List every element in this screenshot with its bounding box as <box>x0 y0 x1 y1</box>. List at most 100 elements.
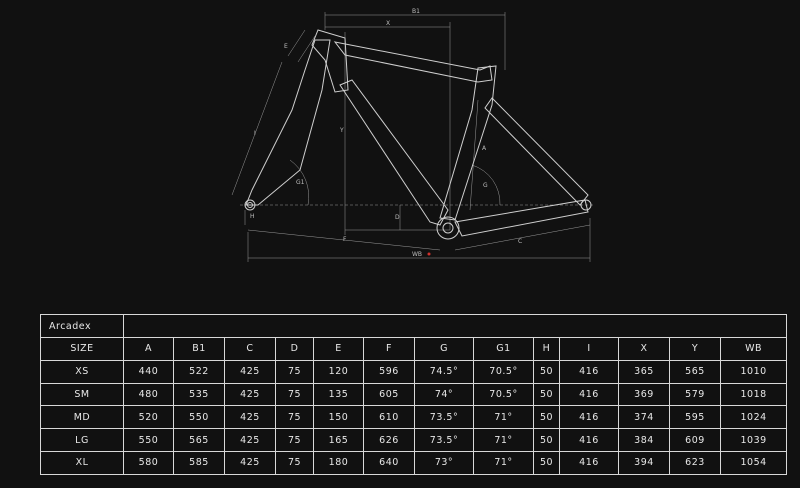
label-x: X <box>386 20 390 27</box>
table-cell: 440 <box>123 359 174 384</box>
table-cell: 369 <box>618 382 670 407</box>
table-cell: 425 <box>224 428 276 452</box>
table-cell: 609 <box>669 428 721 452</box>
table-cell: 74° <box>414 382 474 407</box>
table-cell: 626 <box>363 428 415 452</box>
table-cell: 416 <box>559 405 619 430</box>
size-cell: LG <box>40 428 124 452</box>
table-cell: 579 <box>669 382 721 407</box>
table-cell: 75 <box>275 382 314 407</box>
table-cell: 416 <box>559 450 619 475</box>
table-cell: 50 <box>533 428 560 452</box>
table-cell: 1024 <box>719 405 788 430</box>
header-cell: C <box>224 337 276 361</box>
size-cell: XS <box>40 359 124 384</box>
table-cell: 425 <box>224 382 276 407</box>
header-cell: SIZE <box>40 337 124 361</box>
table-cell: 135 <box>313 382 364 407</box>
table-cell: 522 <box>173 359 225 384</box>
header-cell: H <box>533 337 560 361</box>
model-row: Arcadex <box>40 314 788 338</box>
dimension-labels: B1 X E I Y A G1 G D H F C WB <box>250 8 522 258</box>
table-cell: 50 <box>533 359 560 384</box>
table-cell: 1054 <box>719 450 788 475</box>
size-cell: XL <box>40 450 124 475</box>
label-h: H <box>250 213 255 220</box>
table-cell: 180 <box>313 450 364 475</box>
table-cell: 595 <box>669 405 721 430</box>
table-cell: 365 <box>618 359 670 384</box>
table-cell: 150 <box>313 405 364 430</box>
table-cell: 550 <box>123 428 174 452</box>
table-cell: 565 <box>669 359 721 384</box>
table-cell: 480 <box>123 382 174 407</box>
frame-geometry-diagram: B1 X E I Y A G1 G D H F C WB <box>231 8 595 262</box>
table-cell: 535 <box>173 382 225 407</box>
header-cell: Y <box>669 337 721 361</box>
table-cell: 610 <box>363 405 415 430</box>
table-cell: 1010 <box>719 359 788 384</box>
table-cell: 374 <box>618 405 670 430</box>
table-cell: 416 <box>559 382 619 407</box>
header-cell: B1 <box>173 337 225 361</box>
table-cell: 425 <box>224 450 276 475</box>
label-y: Y <box>339 127 344 134</box>
dimension-lines <box>231 12 595 262</box>
table-cell: 50 <box>533 382 560 407</box>
table-cell: 1039 <box>719 428 788 452</box>
table-cell: 70.5° <box>473 359 534 384</box>
table-cell: 585 <box>173 450 225 475</box>
header-cell: X <box>618 337 670 361</box>
table-cell: 425 <box>224 405 276 430</box>
header-cell: A <box>123 337 174 361</box>
label-a: A <box>482 145 487 152</box>
table-cell: 580 <box>123 450 174 475</box>
table-cell: 70.5° <box>473 382 534 407</box>
table-cell: 394 <box>618 450 670 475</box>
header-cell: WB <box>719 337 788 361</box>
table-cell: 75 <box>275 359 314 384</box>
header-cell: G1 <box>473 337 534 361</box>
label-d: D <box>395 214 400 221</box>
table-cell: 75 <box>275 428 314 452</box>
table-cell: 50 <box>533 450 560 475</box>
size-cell: SM <box>40 382 124 407</box>
label-g1: G1 <box>296 179 305 186</box>
table-cell: 550 <box>173 405 225 430</box>
label-wb: WB <box>412 251 422 258</box>
label-c: C <box>518 238 522 245</box>
label-e: E <box>284 43 288 50</box>
table-cell: 120 <box>313 359 364 384</box>
label-i: I <box>254 130 256 137</box>
table-cell: 596 <box>363 359 415 384</box>
label-b1: B1 <box>412 8 420 15</box>
table-cell: 384 <box>618 428 670 452</box>
table-cell: 605 <box>363 382 415 407</box>
table-cell: 71° <box>473 428 534 452</box>
label-g: G <box>483 182 488 189</box>
table-cell: 71° <box>473 405 534 430</box>
table-cell: 520 <box>123 405 174 430</box>
header-cell: E <box>313 337 364 361</box>
table-cell: 50 <box>533 405 560 430</box>
table-cell: 73.5° <box>414 405 474 430</box>
table-cell: 74.5° <box>414 359 474 384</box>
table-cell: 71° <box>473 450 534 475</box>
model-name: Arcadex <box>40 314 124 338</box>
table-cell: 1018 <box>719 382 788 407</box>
model-row-filler <box>122 314 788 338</box>
table-cell: 425 <box>224 359 276 384</box>
table-cell: 73.5° <box>414 428 474 452</box>
wb-accent-dot <box>427 252 431 256</box>
table-cell: 565 <box>173 428 225 452</box>
header-cell: F <box>363 337 415 361</box>
table-cell: 416 <box>559 359 619 384</box>
table-cell: 416 <box>559 428 619 452</box>
